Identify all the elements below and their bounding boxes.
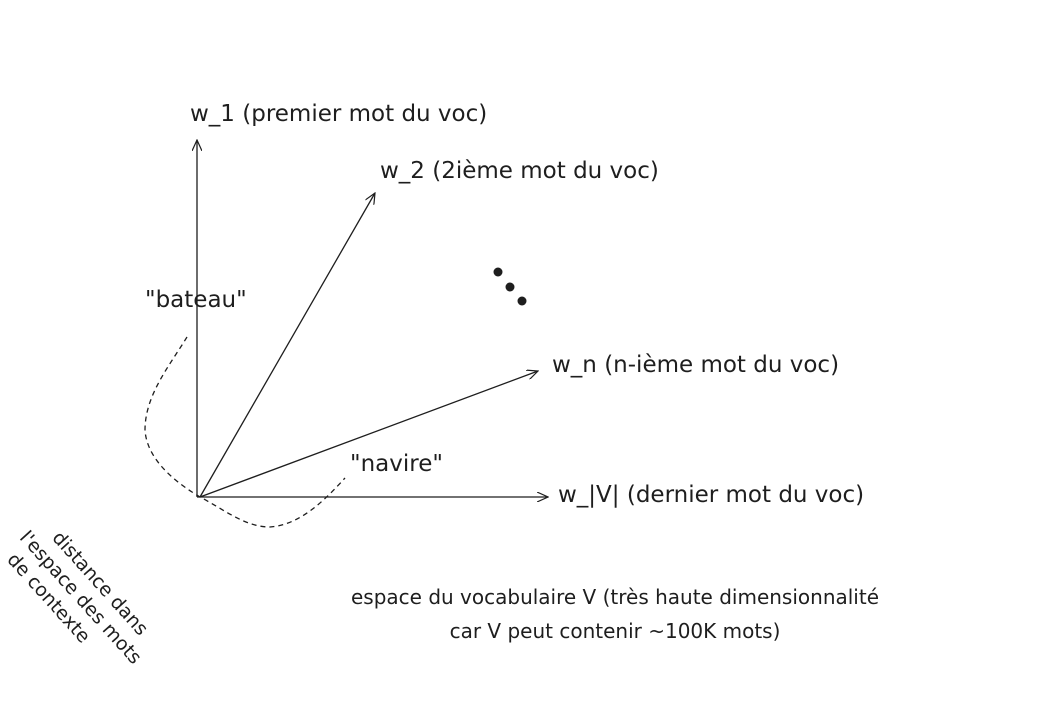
ellipsis-dot (505, 282, 515, 292)
caption-line: car V peut contenir ~100K mots) (449, 619, 781, 643)
ellipsis-dots (493, 267, 527, 306)
axis-w1-label: w_1 (premier mot du voc) (190, 101, 488, 127)
axis-wn-arrow (199, 371, 538, 498)
caption-line: espace du vocabulaire V (très haute dime… (350, 585, 880, 609)
word-navire: "navire" (350, 451, 443, 477)
caption: espace du vocabulaire V (très haute dime… (270, 580, 960, 648)
axis-wn-label: w_n (n-ième mot du voc) (552, 352, 840, 378)
ellipsis-dot (517, 296, 527, 306)
axis-w2-label: w_2 (2ième mot du voc) (380, 158, 659, 184)
axis-wv-label: w_|V| (dernier mot du voc) (558, 482, 865, 508)
ellipsis-dot (493, 267, 503, 277)
distance-dashed-curve (144, 336, 346, 528)
word-bateau: "bateau" (145, 287, 247, 313)
axis-w2-arrow (199, 193, 375, 498)
